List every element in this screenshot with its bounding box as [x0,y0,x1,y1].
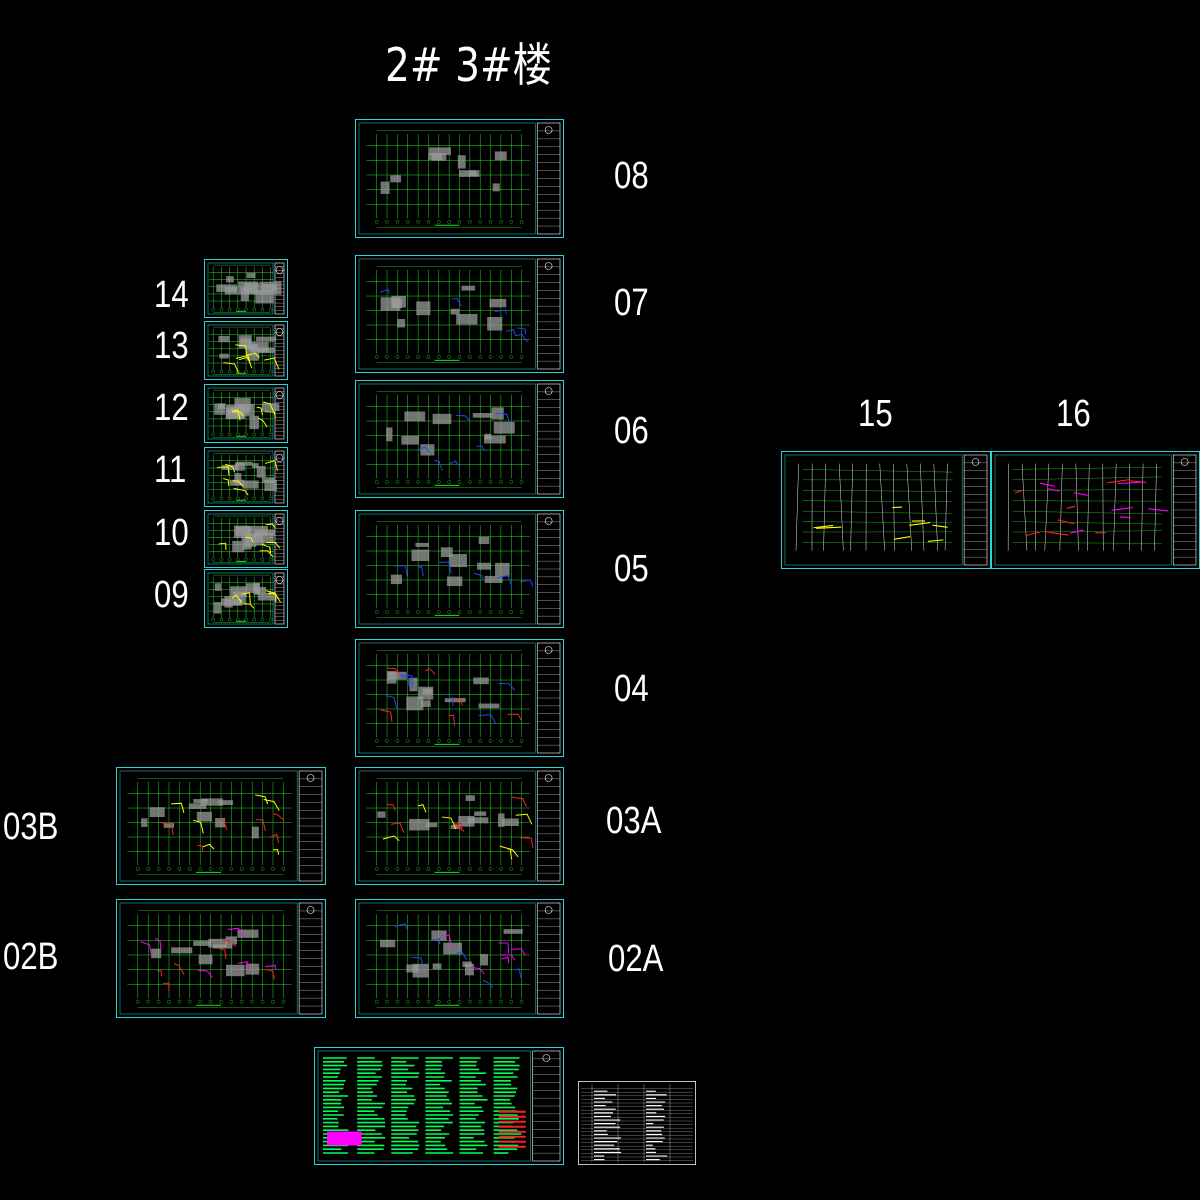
sheet-05[interactable] [355,510,564,628]
sheet-03b[interactable] [116,767,326,885]
sheet-15-drawing [784,454,988,566]
label-15: 15 [858,393,893,435]
label-09: 09 [154,574,189,616]
sheet-02a-drawing [358,902,561,1015]
sheet-notes-drawing [317,1050,561,1162]
sheet-index-table [578,1081,696,1165]
sheet-07[interactable] [355,255,564,373]
label-08: 08 [614,155,649,197]
label-12: 12 [154,387,189,429]
sheet-11-drawing [207,450,285,504]
sheet-13-drawing [207,324,285,377]
sheet-02b-drawing [119,902,323,1015]
sheet-04[interactable] [355,639,564,757]
label-06: 06 [614,410,649,452]
sheet-notes[interactable] [314,1047,564,1165]
sheet-06-drawing [358,383,561,495]
sheet-02b[interactable] [116,899,326,1018]
sheet-15[interactable] [781,451,991,569]
sheet-07-drawing [358,258,561,370]
sheet-16[interactable] [991,451,1200,569]
sheet-08[interactable] [355,119,564,238]
sheet-09-drawing [207,572,285,625]
sheet-05-drawing [358,513,561,625]
sheet-08-drawing [358,122,561,235]
sheet-13[interactable] [204,321,288,380]
label-16: 16 [1056,393,1091,435]
sheet-12-drawing [207,387,285,440]
label-03a: 03A [606,800,662,842]
sheet-06[interactable] [355,380,564,498]
sheet-12[interactable] [204,384,288,443]
sheet-04-drawing [358,642,561,754]
sheet-16-drawing [994,454,1197,566]
sheet-index[interactable] [578,1081,696,1165]
sheet-03b-drawing [119,770,323,882]
label-03b: 03B [3,806,59,848]
sheet-09[interactable] [204,569,288,628]
label-14: 14 [154,274,189,316]
label-11: 11 [154,449,187,491]
sheet-03a[interactable] [355,767,564,885]
label-05: 05 [614,548,649,590]
drawing-set-title: 2# 3#楼 [385,38,552,92]
label-04: 04 [614,668,649,710]
label-10: 10 [154,512,189,554]
sheet-02a[interactable] [355,899,564,1018]
label-02a: 02A [608,938,664,980]
sheet-10[interactable] [204,510,288,568]
label-02b: 02B [3,936,59,978]
sheet-03a-drawing [358,770,561,882]
sheet-14[interactable] [204,259,288,318]
label-13: 13 [154,325,189,367]
label-07: 07 [614,282,649,324]
sheet-11[interactable] [204,447,288,507]
sheet-10-drawing [207,513,285,565]
sheet-14-drawing [207,262,285,315]
